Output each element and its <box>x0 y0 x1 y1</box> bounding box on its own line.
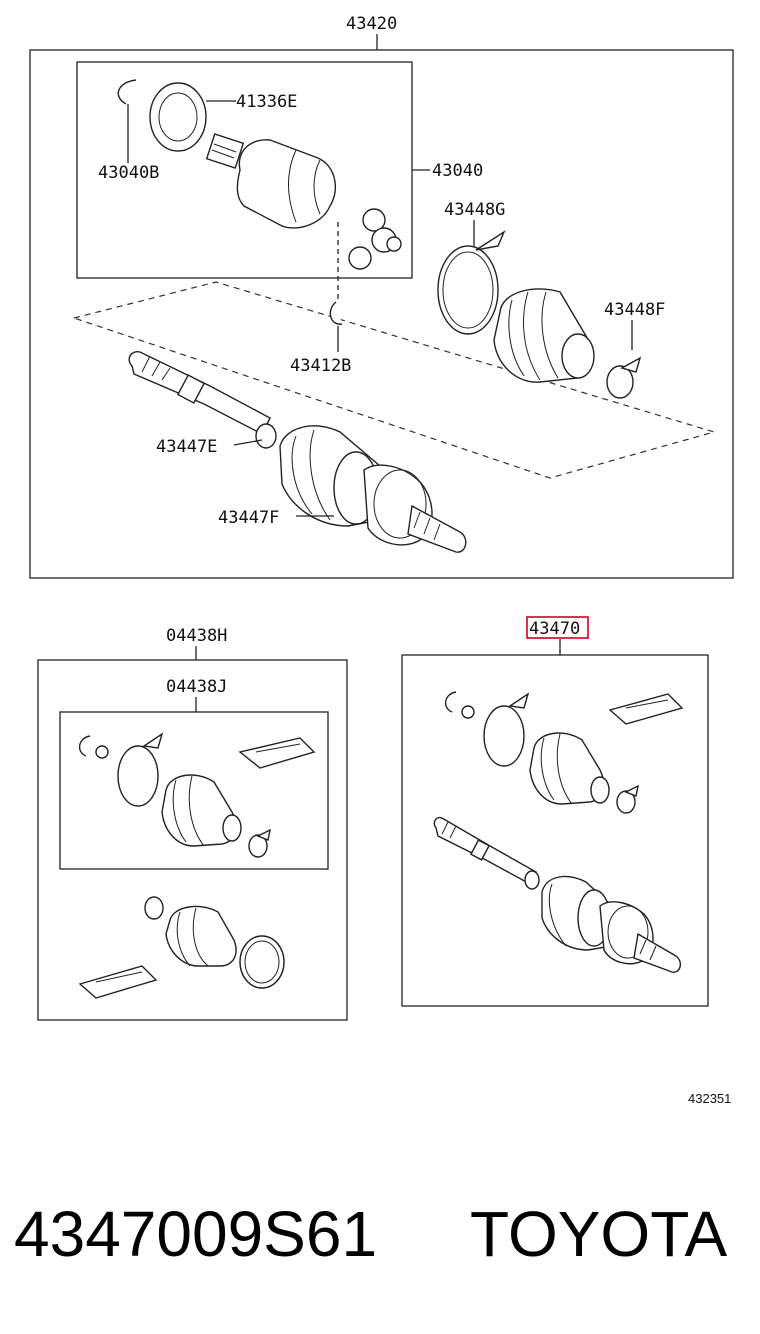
label-43412B[interactable]: 43412B <box>290 356 351 376</box>
dashed-group-outline <box>71 281 717 479</box>
kit-outer-parts-icon <box>78 896 285 999</box>
inboard-joint-icon <box>205 133 337 229</box>
label-43447E[interactable]: 43447E <box>156 437 217 457</box>
drive-shaft-icon <box>128 351 467 553</box>
label-43447F[interactable]: 43447F <box>218 508 279 528</box>
label-43448G[interactable]: 43448G <box>444 200 505 220</box>
kit-inner-parts-icon <box>79 732 316 858</box>
label-43040[interactable]: 43040 <box>432 161 483 181</box>
label-04438J[interactable]: 04438J <box>166 677 227 697</box>
brand-name: TOYOTA <box>470 1198 728 1270</box>
label-43040B[interactable]: 43040B <box>98 163 159 183</box>
tripod-spider-icon <box>348 208 402 270</box>
label-04438H[interactable]: 04438H <box>166 626 227 646</box>
top-assembly-frame <box>29 49 734 579</box>
assy-43470-boot-kit-icon <box>445 691 684 814</box>
highlight-box-43470 <box>526 616 589 639</box>
label-41336E[interactable]: 41336E <box>236 92 297 112</box>
boot-icon <box>493 288 595 383</box>
boot-clamp-large-icon <box>437 230 506 335</box>
snap-ring-inner-icon <box>117 79 137 105</box>
label-43420[interactable]: 43420 <box>346 14 397 34</box>
assy-43470-frame <box>401 654 709 1007</box>
kit-inner-frame <box>59 711 329 870</box>
assy-43470-shaft-icon <box>433 816 682 973</box>
label-43448F[interactable]: 43448F <box>604 300 665 320</box>
kit-outer-frame <box>37 659 348 1021</box>
label-43470[interactable]: 43470 <box>529 619 580 639</box>
snap-ring-icon <box>329 301 343 325</box>
diagram-code: 432351 <box>688 1091 731 1106</box>
part-number: 4347009S61 <box>14 1198 377 1270</box>
boot-clamp-small-icon <box>606 356 642 399</box>
